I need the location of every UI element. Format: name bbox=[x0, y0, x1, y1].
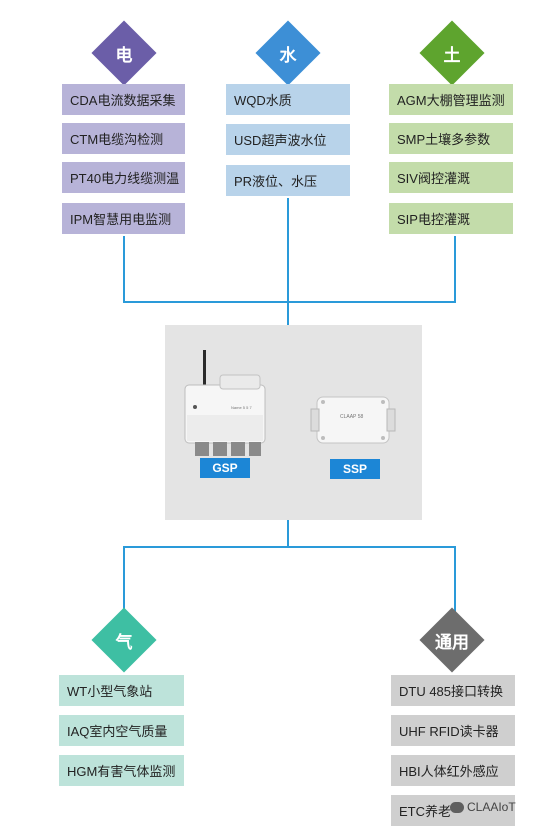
electric-item-ipm: IPM智慧用电监测 bbox=[62, 203, 185, 234]
bottom-connector-left bbox=[123, 546, 125, 628]
top-connector-horizontal bbox=[123, 301, 456, 303]
soil-item-siv: SIV阀控灌溉 bbox=[389, 162, 513, 193]
water-item-pr: PR液位、水压 bbox=[226, 165, 350, 196]
air-item-wt: WT小型气象站 bbox=[59, 675, 184, 706]
air-item-iaq: IAQ室内空气质量 bbox=[59, 715, 184, 746]
general-category-label: 通用 bbox=[435, 632, 469, 652]
general-item-uhf: UHF RFID读卡器 bbox=[391, 715, 515, 746]
ssp-label: SSP bbox=[330, 459, 380, 479]
top-connector-left bbox=[123, 236, 125, 302]
wechat-icon bbox=[450, 801, 464, 813]
gsp-label: GSP bbox=[200, 458, 250, 478]
ssp-face-text: CLAAP 58 bbox=[340, 414, 364, 420]
general-item-etc: ETC养老 bbox=[391, 795, 515, 826]
general-item-dtu: DTU 485接口转换 bbox=[391, 675, 515, 706]
water-category-label: 水 bbox=[279, 45, 297, 65]
general-item-hbi: HBI人体红外感应 bbox=[391, 755, 515, 786]
water-item-wqd: WQD水质 bbox=[226, 84, 350, 115]
watermark: CLAAIoT bbox=[450, 800, 516, 814]
soil-item-smp: SMP土壤多参数 bbox=[389, 123, 513, 154]
electric-category-label: 电 bbox=[115, 45, 133, 65]
air-category-label: 气 bbox=[115, 632, 133, 652]
electric-item-pt40: PT40电力线缆测温 bbox=[62, 162, 185, 193]
gsp-device-icon bbox=[184, 350, 266, 456]
device-panel: Name 5 5 7 GSP CLAAP 58 SSP bbox=[165, 325, 422, 520]
bottom-connector-horizontal bbox=[123, 546, 456, 548]
gsp-face-text: Name 5 5 7 bbox=[231, 405, 252, 410]
ssp-device-icon bbox=[310, 396, 396, 444]
bottom-connector-right bbox=[454, 546, 456, 628]
air-item-hgm: HGM有害气体监测 bbox=[59, 755, 184, 786]
electric-item-ctm: CTM电缆沟检测 bbox=[62, 123, 185, 154]
electric-item-cda: CDA电流数据采集 bbox=[62, 84, 185, 115]
water-item-usd: USD超声波水位 bbox=[226, 124, 350, 155]
soil-category-label: 土 bbox=[443, 45, 461, 65]
watermark-text: CLAAIoT bbox=[467, 800, 516, 814]
soil-item-agm: AGM大棚管理监测 bbox=[389, 84, 513, 115]
top-connector-middle bbox=[287, 198, 289, 327]
soil-item-sip: SIP电控灌溉 bbox=[389, 203, 513, 234]
top-connector-right bbox=[454, 236, 456, 302]
bottom-connector-middle bbox=[287, 520, 289, 547]
